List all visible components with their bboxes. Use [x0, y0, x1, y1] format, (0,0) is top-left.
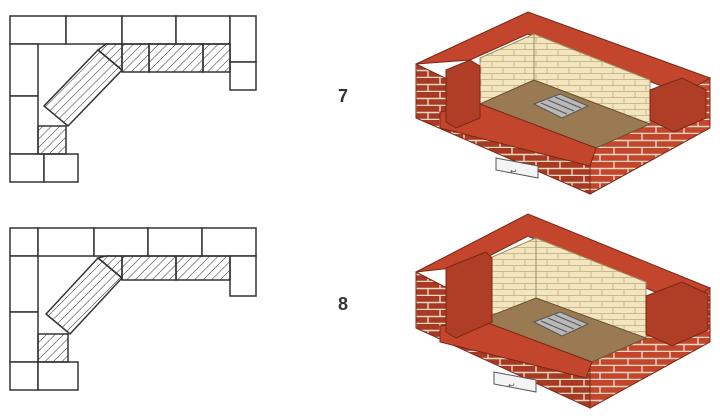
plan-brick [175, 15, 231, 45]
plan-firebrick [96, 43, 123, 72]
ash-door-icon: ↩ [495, 157, 539, 179]
plan-firebrick [148, 43, 204, 73]
step-8-plan-diagram [6, 222, 266, 402]
plan-firebrick [121, 43, 150, 73]
plan-brick [9, 361, 39, 391]
grate-icon [532, 311, 590, 337]
step-7-plan-diagram [6, 10, 266, 190]
svg-text:↩: ↩ [510, 167, 517, 176]
step-8-brick-illustration: ↩ [410, 212, 716, 412]
plan-brick [9, 227, 39, 257]
plan-brick [37, 227, 95, 257]
grate-icon [532, 93, 590, 119]
svg-text:↩: ↩ [508, 381, 515, 390]
plan-firebrick [42, 48, 124, 128]
left-pillar [445, 59, 481, 129]
plan-brick [121, 15, 177, 45]
plan-brick [9, 255, 39, 313]
plan-firebrick [175, 255, 231, 281]
plan-brick [201, 227, 257, 257]
plan-brick [229, 255, 257, 297]
plan-brick [9, 153, 45, 183]
plan-brick [229, 61, 257, 91]
step-8-label: 8 [338, 294, 349, 314]
plan-brick [147, 227, 203, 257]
plan-firebrick [37, 125, 67, 155]
right-pillar [649, 77, 707, 133]
plan-brick [43, 153, 79, 183]
plan-brick [9, 95, 39, 155]
left-pillar [445, 251, 493, 339]
plan-brick [229, 15, 257, 63]
plan-firebrick [96, 255, 123, 280]
plan-firebrick [37, 333, 69, 363]
plan-brick [37, 361, 79, 391]
step-7-brick-illustration: ↩ [410, 8, 716, 198]
plan-brick [65, 15, 123, 45]
plan-firebrick [121, 255, 177, 281]
plan-brick [9, 43, 39, 97]
ash-door-icon: ↩ [493, 371, 537, 393]
right-pillar [645, 281, 709, 347]
plan-firebrick [202, 43, 231, 73]
plan-brick [93, 227, 149, 257]
plan-brick [9, 15, 67, 45]
step-7-label: 7 [338, 86, 349, 106]
plan-brick [9, 311, 39, 363]
